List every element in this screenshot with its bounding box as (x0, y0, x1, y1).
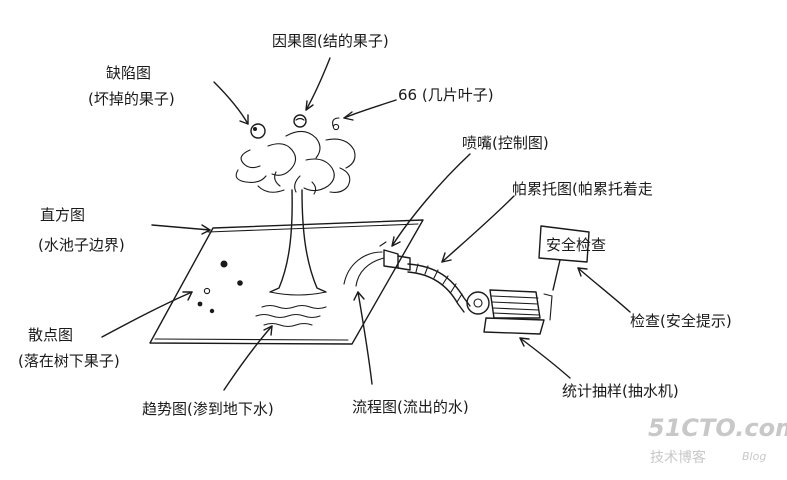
nozzle (379, 241, 411, 271)
label-defect-sub: (坏掉的果子) (88, 90, 175, 108)
fallen-fruits (197, 260, 243, 314)
sign-text: 安全检查 (546, 236, 606, 254)
label-pareto: 帕累托图(帕累托着走 (512, 180, 653, 198)
underground-water (255, 304, 327, 328)
tree-fruits (250, 114, 340, 139)
label-histogram: 直方图 (40, 206, 85, 224)
label-sixsixsix: 66 (几片叶子) (398, 86, 494, 104)
label-scatter: 散点图 (28, 326, 73, 344)
watermark-blog: Blog (742, 450, 766, 463)
label-histogram-sub: (水池子边界) (38, 236, 125, 254)
watermark: 51CTO.com 技术博客 Blog (648, 414, 787, 466)
label-cause-effect: 因果图(结的果子) (272, 32, 389, 50)
flowing-water (343, 251, 385, 287)
hose (407, 263, 471, 313)
watermark-sub: 技术博客 (650, 449, 706, 466)
label-trend: 趋势图(渗到地下水) (142, 400, 274, 418)
tree-canopy (235, 130, 356, 195)
safety-sign: 安全检查 (538, 225, 606, 291)
watermark-site: 51CTO.com (648, 414, 787, 442)
label-inspection: 检查(安全提示) (630, 312, 732, 330)
tree-trunk (269, 189, 327, 296)
pool (149, 219, 424, 345)
label-flowchart: 流程图(流出的水) (352, 398, 469, 416)
label-nozzle-control-chart: 喷嘴(控制图) (462, 134, 549, 152)
label-sampling: 统计抽样(抽水机) (562, 382, 679, 400)
label-scatter-sub: (落在树下果子) (18, 352, 120, 370)
pump (466, 289, 553, 335)
arrows (101, 57, 631, 391)
label-defect-chart: 缺陷图 (106, 64, 151, 82)
